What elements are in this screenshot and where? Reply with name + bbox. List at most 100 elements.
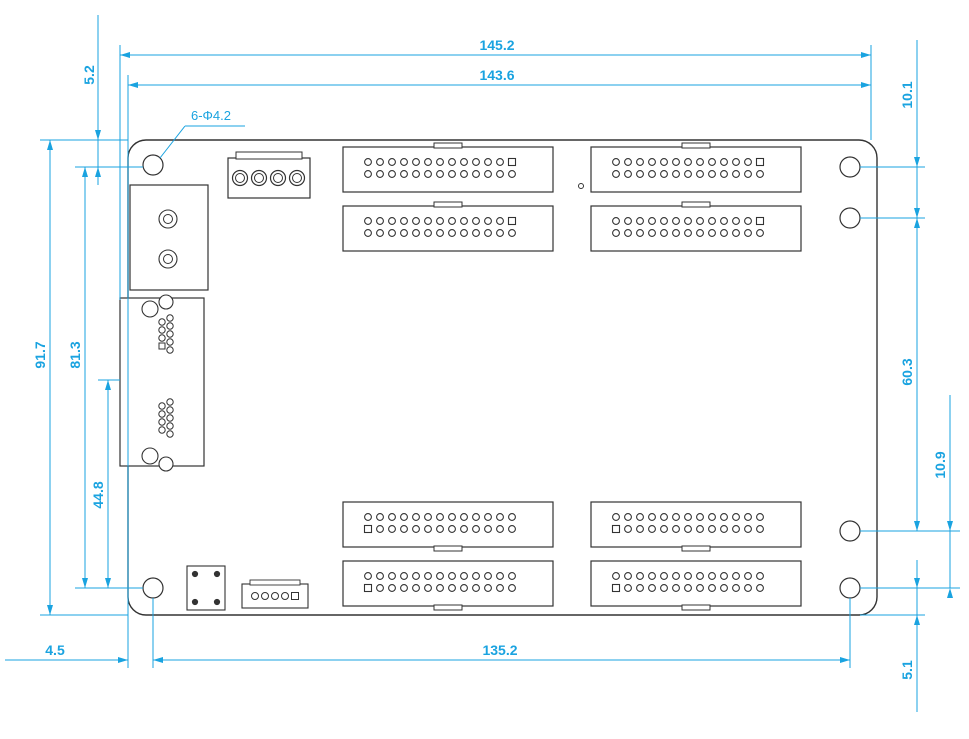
small-pin — [251, 592, 259, 600]
power-pin — [273, 173, 283, 183]
mounting-hole-bottom-right — [839, 577, 861, 599]
arrow-head — [47, 605, 53, 615]
idc-pin — [684, 217, 692, 225]
jack-hole-lower-inner — [163, 254, 173, 264]
idc-pin — [660, 513, 668, 521]
idc-pin-1 — [507, 157, 517, 167]
idc-header-key — [681, 604, 711, 611]
dim-right-lower: 10.9 — [932, 451, 948, 478]
idc-pin — [400, 170, 408, 178]
idc-pin — [364, 572, 372, 580]
idc-pin — [400, 217, 408, 225]
idc-pin — [388, 572, 396, 580]
idc-pin — [612, 572, 620, 580]
idc-pin — [460, 170, 468, 178]
db9-pin — [158, 402, 166, 410]
idc-headers — [342, 142, 802, 611]
dim-height-holes: 81.3 — [67, 341, 83, 368]
switch-leg — [191, 570, 199, 578]
idc-pin — [732, 229, 740, 237]
idc-pin-1 — [611, 583, 621, 593]
idc-pin — [484, 158, 492, 166]
idc-pin — [720, 572, 728, 580]
idc-pin — [720, 513, 728, 521]
dim-top-offset-left: 5.2 — [81, 65, 97, 85]
idc-header-key — [681, 142, 711, 149]
idc-pin — [732, 513, 740, 521]
idc-pin-1 — [755, 216, 765, 226]
idc-pin — [460, 229, 468, 237]
idc-header-key — [433, 545, 463, 552]
idc-pin — [472, 513, 480, 521]
idc-pin — [376, 170, 384, 178]
idc-pin — [708, 170, 716, 178]
power-pin — [292, 173, 302, 183]
idc-pin — [376, 584, 384, 592]
idc-pin — [648, 525, 656, 533]
idc-pin — [412, 170, 420, 178]
idc-header-body — [590, 205, 802, 252]
idc-pin — [672, 217, 680, 225]
idc-pin — [684, 525, 692, 533]
idc-header — [590, 201, 802, 252]
idc-pin — [636, 525, 644, 533]
idc-header — [590, 142, 802, 193]
idc-pin — [412, 217, 420, 225]
idc-header-key — [681, 545, 711, 552]
idc-pin — [636, 170, 644, 178]
idc-pin — [708, 584, 716, 592]
db9-pin — [166, 338, 174, 346]
idc-pin — [496, 158, 504, 166]
arrow-head — [105, 380, 111, 390]
idc-header — [590, 560, 802, 611]
mounting-hole-bottom-left — [142, 577, 164, 599]
idc-pin — [400, 572, 408, 580]
idc-header-body — [342, 560, 554, 607]
idc-header-body — [342, 205, 554, 252]
idc-pin — [744, 513, 752, 521]
idc-pin — [720, 170, 728, 178]
idc-pin — [436, 170, 444, 178]
idc-pin — [472, 525, 480, 533]
idc-pin — [624, 170, 632, 178]
db9-pin — [158, 426, 166, 434]
idc-header — [342, 142, 554, 193]
idc-pin — [672, 525, 680, 533]
arrow-head — [105, 578, 111, 588]
idc-pin — [496, 525, 504, 533]
idc-pin — [708, 229, 716, 237]
idc-pin — [508, 572, 516, 580]
idc-pin — [648, 584, 656, 592]
small-pin — [271, 592, 279, 600]
db9-housing — [119, 297, 205, 467]
idc-pin — [672, 572, 680, 580]
db9-pin — [166, 346, 174, 354]
idc-pin — [636, 513, 644, 521]
arrow-head — [914, 157, 920, 167]
idc-pin — [400, 525, 408, 533]
idc-pin — [660, 229, 668, 237]
idc-pin — [744, 584, 752, 592]
idc-pin — [708, 513, 716, 521]
idc-pin — [460, 525, 468, 533]
idc-pin-1 — [363, 524, 373, 534]
arrow-head — [47, 140, 53, 150]
idc-pin — [684, 229, 692, 237]
idc-pin — [612, 170, 620, 178]
power-pin — [254, 173, 264, 183]
jack-hole-upper-inner — [163, 214, 173, 224]
idc-header-key — [681, 201, 711, 208]
idc-header-body — [590, 146, 802, 193]
arrow-head — [95, 130, 101, 140]
idc-pin — [696, 229, 704, 237]
db9-pin — [158, 410, 166, 418]
idc-pin — [660, 584, 668, 592]
idc-pin — [364, 217, 372, 225]
db9-connector-block — [119, 294, 205, 472]
idc-pin — [660, 217, 668, 225]
idc-pin — [436, 572, 444, 580]
idc-pin — [648, 572, 656, 580]
idc-pin-1 — [755, 157, 765, 167]
idc-header-key — [433, 201, 463, 208]
small-pin-1 — [291, 592, 299, 600]
